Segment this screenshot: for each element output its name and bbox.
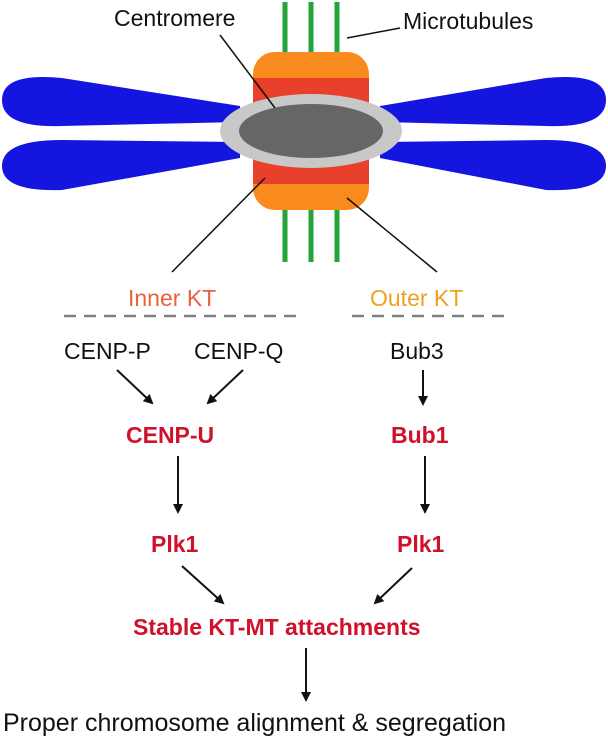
pathway-arrows — [116, 369, 430, 702]
cenp-q-label: CENP-Q — [194, 338, 284, 364]
bub3-label: Bub3 — [390, 338, 444, 364]
centromere — [220, 94, 402, 168]
cenp-p-label: CENP-P — [64, 338, 151, 364]
outcome-label: Proper chromosome alignment & segregatio… — [3, 709, 507, 737]
centromere-label: Centromere — [114, 5, 236, 31]
microtubules-label: Microtubules — [403, 8, 534, 34]
outer-kt-label: Outer KT — [370, 285, 464, 311]
inner-plk1-label: Plk1 — [151, 531, 199, 557]
chromatid-arms — [2, 76, 606, 191]
outer-plk1-label: Plk1 — [397, 531, 445, 557]
microtubules-bottom — [282, 200, 340, 262]
inner-kt-label: Inner KT — [128, 285, 217, 311]
cenp-u-label: CENP-U — [126, 422, 215, 448]
bub1-label: Bub1 — [391, 422, 449, 448]
stable-attachments-label: Stable KT-MT attachments — [133, 614, 421, 640]
callout-lines — [171, 27, 438, 273]
